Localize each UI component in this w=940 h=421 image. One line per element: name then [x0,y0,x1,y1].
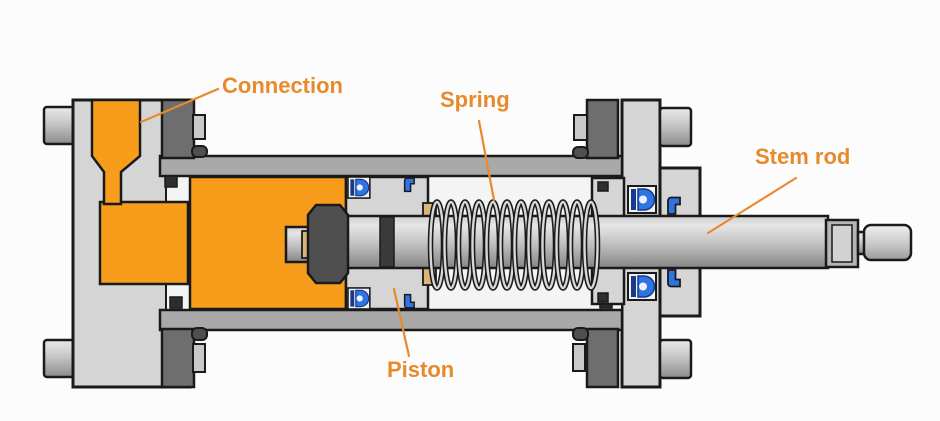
connection-leader-line [139,87,220,124]
pin-top-left [164,175,178,188]
stem-rod-leader-line [706,176,798,235]
piston-label: Piston [387,357,454,382]
annotations: Connection Spring Stem rod Piston [139,73,850,382]
right-top-bolt [658,106,693,148]
tie-block-bottom-right [585,327,620,389]
port-funnel-channel [90,98,142,206]
cap-fluid-chamber [98,200,190,286]
stem-rod-label: Stem rod [755,144,850,169]
piston-seal-top [347,176,371,199]
barrel-top [158,154,624,178]
nub-bottom-left [191,327,208,341]
gland-seal-bottom [627,272,657,301]
right-bottom-bolt [658,338,693,380]
piston-seal-bottom [347,287,371,310]
piston-leader-line [392,287,411,358]
rod-collar-inner [831,224,853,263]
screw-head-top-right [573,114,588,141]
nub-top-left [191,145,208,158]
tie-block-top-right [585,98,620,160]
barrel-bottom [158,308,624,332]
left-bottom-bolt [42,338,77,379]
connection-port [90,98,190,286]
screw-head-bottom-left [192,343,206,373]
gland-pin-top [597,181,609,192]
spring-leader-line [477,119,496,202]
tie-block-top-left [160,98,196,160]
left-top-bolt [42,105,77,146]
nub-top-right [572,146,589,159]
connection-label: Connection [222,73,343,98]
pin-bottom-left [169,296,183,309]
rod-thread-tip [862,223,913,262]
piston-nut [306,203,350,285]
tie-block-bottom-left [160,327,196,389]
screw-head-top-left [192,114,206,140]
rod-magnet-band [379,216,395,268]
gland-pin-bottom [597,292,609,303]
gland-seal-top [627,185,657,214]
spring-coils [431,202,598,288]
spring-label: Spring [440,87,510,112]
nub-bottom-right [572,327,589,341]
screw-head-bottom-right [572,343,586,372]
